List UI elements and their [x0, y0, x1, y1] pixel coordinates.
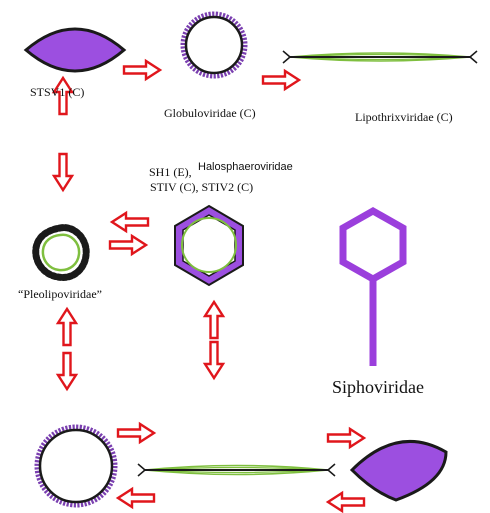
label-lipothrixviridae: Lipothrixviridae (C): [355, 110, 453, 124]
arrow-down-to-pleolipoviridae: [52, 152, 74, 192]
filament-virion-bottom-icon: [137, 463, 336, 477]
arrow-down-to-spherical: [56, 351, 78, 391]
label-globuloviridae: Globuloviridae (C): [164, 106, 256, 120]
arrow-globuloviridae-to-lipothrixviridae: [261, 69, 301, 91]
arrow-up-to-pleolipoviridae: [56, 307, 78, 347]
spherical-virion-bottom-icon: [34, 424, 118, 508]
arrow-lemon-to-filament: [326, 491, 366, 513]
label-sh1: SH1 (E),: [149, 165, 192, 179]
siphoviridae-tailed-phage-icon: [339, 206, 407, 366]
label-stsv1: STSV1 (C): [30, 85, 85, 99]
stsv1-lemon-virion-icon: [23, 27, 127, 73]
label-siphoviridae: Siphoviridae: [332, 377, 424, 397]
arrow-filament-to-lemon: [326, 427, 366, 449]
label-halosphaeroviridae: Halosphaeroviridae: [198, 161, 293, 173]
pleolipoviridae-pleomorphic-virion-icon: [32, 224, 90, 281]
arrow-filament-to-spherical: [116, 487, 156, 509]
arrow-stsv1-to-globuloviridae: [122, 59, 162, 81]
arrow-down-from-icosahedral: [203, 340, 225, 380]
arrow-right-to-icosahedral: [108, 234, 148, 256]
lipothrixviridae-filament-icon: [282, 50, 478, 64]
icosahedral-virion-icon: [174, 204, 244, 287]
label-pleolipoviridae: “Pleolipoviridae”: [18, 287, 102, 301]
arrow-up-to-icosahedral: [203, 300, 225, 340]
lemon-virion-bottom-icon: [349, 439, 448, 502]
arrow-spherical-to-filament: [116, 422, 156, 444]
label-stiv: STIV (C), STIV2 (C): [150, 180, 254, 194]
globuloviridae-spherical-virion-icon: [180, 11, 248, 79]
arrow-left-to-pleolipoviridae: [110, 211, 150, 233]
